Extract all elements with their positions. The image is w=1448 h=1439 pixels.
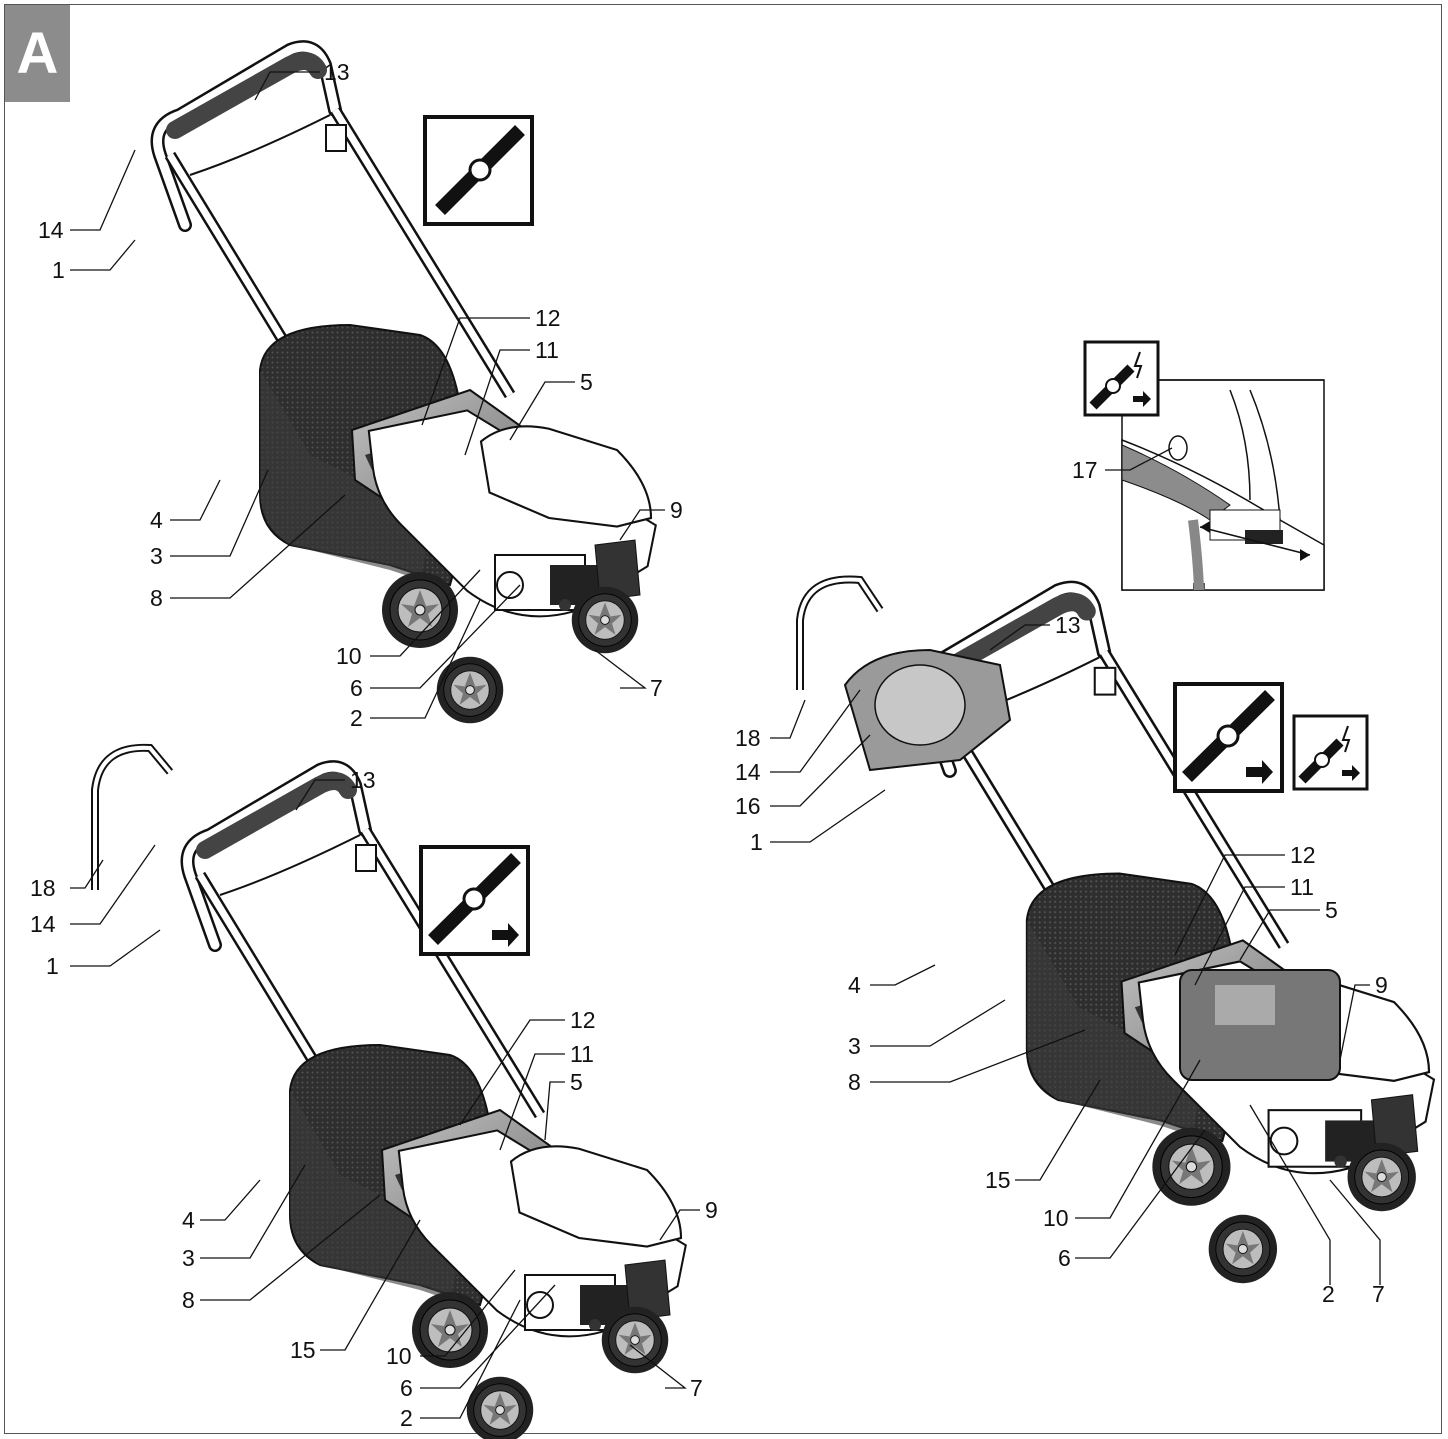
blade-electric-icon-detail bbox=[1083, 340, 1324, 417]
m2-label-8: 8 bbox=[182, 1287, 195, 1313]
m1-label-12: 12 bbox=[535, 305, 561, 331]
m2-label-9: 9 bbox=[705, 1197, 718, 1223]
m1-label-9: 9 bbox=[670, 497, 683, 523]
m3-label-16: 16 bbox=[735, 793, 761, 819]
m2-label-10: 10 bbox=[386, 1343, 412, 1369]
m2-label-18: 18 bbox=[30, 875, 56, 901]
m1-label-7: 7 bbox=[650, 675, 663, 701]
detail-callouts: 17 bbox=[1072, 447, 1173, 483]
m1-label-6: 6 bbox=[350, 675, 363, 701]
figure-tag: A bbox=[5, 5, 70, 102]
mower-2-callouts: 13 18 14 1 12 11 5 9 4 3 8 15 10 bbox=[30, 767, 718, 1431]
m1-label-14: 14 bbox=[38, 217, 64, 243]
m3-label-1: 1 bbox=[750, 829, 763, 855]
mower-3 bbox=[796, 575, 1434, 1284]
m3-label-2: 2 bbox=[1322, 1281, 1335, 1307]
m2-label-13: 13 bbox=[350, 767, 376, 793]
m2-label-1: 1 bbox=[46, 953, 59, 979]
m2-label-11: 11 bbox=[570, 1041, 594, 1067]
m3-label-8: 8 bbox=[848, 1069, 861, 1095]
mower-1-callouts: 13 14 1 12 11 5 9 4 3 8 10 6 7 bbox=[38, 59, 683, 731]
m2-label-2: 2 bbox=[400, 1405, 413, 1431]
m2-label-4: 4 bbox=[182, 1207, 195, 1233]
m3-label-13: 13 bbox=[1055, 612, 1081, 638]
m1-label-5: 5 bbox=[580, 369, 593, 395]
m3-label-5: 5 bbox=[1325, 897, 1338, 923]
figure-frame bbox=[4, 4, 1442, 1434]
mower-3-callouts: 13 18 14 16 1 12 11 5 9 4 3 8 15 bbox=[735, 612, 1388, 1307]
blade-electric-drive-icon bbox=[1292, 714, 1369, 791]
m2-label-5: 5 bbox=[570, 1069, 583, 1095]
m3-label-3: 3 bbox=[848, 1033, 861, 1059]
m1-label-10: 10 bbox=[336, 643, 362, 669]
blade-drive-arrow-icon-large bbox=[1173, 682, 1284, 793]
detail-label-17: 17 bbox=[1072, 457, 1098, 483]
m2-label-3: 3 bbox=[182, 1245, 195, 1271]
m3-label-9: 9 bbox=[1375, 972, 1388, 998]
m3-label-18: 18 bbox=[735, 725, 761, 751]
m3-label-7: 7 bbox=[1372, 1281, 1385, 1307]
m2-label-12: 12 bbox=[570, 1007, 596, 1033]
m2-label-15: 15 bbox=[290, 1337, 316, 1363]
mower-2 bbox=[91, 743, 686, 1439]
m1-label-11: 11 bbox=[535, 337, 559, 363]
m2-label-14: 14 bbox=[30, 911, 56, 937]
blade-drive-arrow-icon bbox=[419, 845, 530, 956]
m3-label-4: 4 bbox=[848, 972, 861, 998]
m3-label-12: 12 bbox=[1290, 842, 1316, 868]
m1-label-1: 1 bbox=[52, 257, 65, 283]
m3-label-15: 15 bbox=[985, 1167, 1011, 1193]
m1-label-8: 8 bbox=[150, 585, 163, 611]
m1-label-2: 2 bbox=[350, 705, 363, 731]
blade-icon bbox=[423, 115, 534, 226]
m1-label-4: 4 bbox=[150, 507, 163, 533]
m3-label-14: 14 bbox=[735, 759, 761, 785]
m2-label-6: 6 bbox=[400, 1375, 413, 1401]
m1-label-13: 13 bbox=[324, 59, 350, 85]
m3-label-6: 6 bbox=[1058, 1245, 1071, 1271]
m3-label-10: 10 bbox=[1043, 1205, 1069, 1231]
m1-label-3: 3 bbox=[150, 543, 163, 569]
m3-label-11: 11 bbox=[1290, 874, 1314, 900]
m2-label-7: 7 bbox=[690, 1375, 703, 1401]
